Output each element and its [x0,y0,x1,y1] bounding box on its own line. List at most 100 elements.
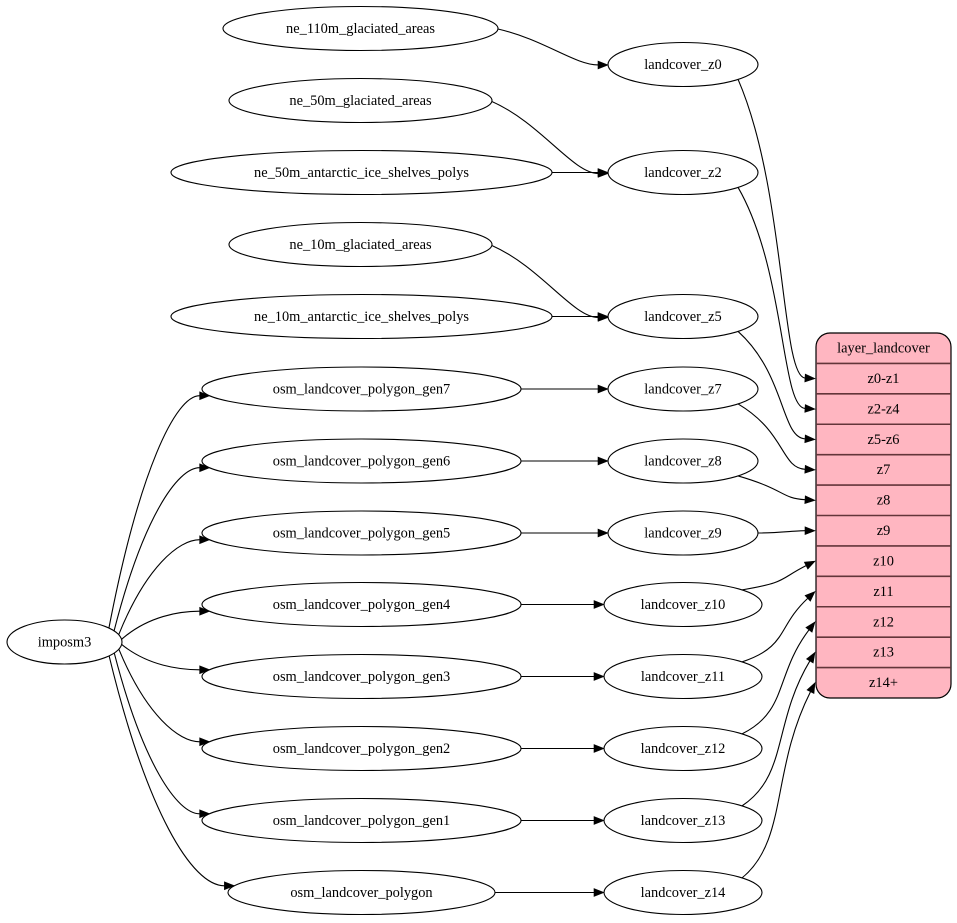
edge-imposm3-to-osm_landcover_polygon_gen2 [118,648,200,743]
node-shape [201,510,522,556]
edge-imposm3-to-osm_landcover_polygon_gen6 [113,467,200,631]
node-shape [603,581,763,628]
edge-landcover_z14-to-layer_landcover-z14- [741,691,811,879]
node-osm_landcover_polygon[interactable]: osm_landcover_polygon [227,869,496,916]
node-landcover_z11[interactable]: landcover_z11 [603,653,763,700]
layer-landcover-table[interactable]: layer_landcover z0-z1 z2-z4 z5-z6 z7 z8 z9 z10 z… [815,332,952,699]
table-row-label: z5-z6 [868,432,900,448]
edge-landcover_z0-to-layer_landcover-z0-z1 [737,79,806,379]
node-ne_110m_glaciated_areas[interactable]: ne_110m_glaciated_areas [222,5,499,52]
edge-arrowhead [597,312,609,321]
edge-imposm3-to-osm_landcover_polygon_gen1 [113,652,200,815]
node-landcover_z8[interactable]: landcover_z8 [607,438,759,484]
node-osm_landcover_polygon_gen4[interactable]: osm_landcover_polygon_gen4 [201,581,522,628]
node-landcover_z12[interactable]: landcover_z12 [603,725,763,772]
edge-arrowhead [593,888,605,897]
node-label: landcover_z14 [641,885,726,901]
edge-arrowhead [804,464,816,474]
edge-arrowhead [597,168,609,177]
edge-landcover_z10-to-layer_landcover-z10 [741,565,807,591]
edge-arrowhead [224,881,236,891]
node-landcover_z13[interactable]: landcover_z13 [603,797,763,844]
node-landcover_z9[interactable]: landcover_z9 [607,510,759,556]
node-ne_50m_antarctic_ice_shelves_polys[interactable]: ne_50m_antarctic_ice_shelves_polys [170,149,553,196]
table-row-label: z14+ [869,675,898,691]
nodes-layer: imposm3 ne_110m_glaciated_areas ne_50m_gla… [6,5,763,916]
edge-ne_10m_glaciated_areas-to-landcover_z5 [491,244,599,319]
edge-landcover_z8-to-layer_landcover-z8 [737,475,806,501]
node-label: ne_10m_antarctic_ice_shelves_polys [254,309,469,325]
node-shape [228,221,493,268]
node-shape [607,41,759,88]
table-row-label: z8 [877,493,891,509]
node-imposm3[interactable]: imposm3 [6,619,123,665]
node-osm_landcover_polygon_gen1[interactable]: osm_landcover_polygon_gen1 [201,797,522,844]
edge-landcover_z13-to-layer_landcover-z13 [741,660,811,807]
node-label: osm_landcover_polygon_gen7 [273,381,450,397]
node-shape [201,438,522,484]
edge-arrowhead [593,816,605,825]
node-label: landcover_z12 [641,741,726,757]
node-shape [170,149,553,196]
node-ne_10m_glaciated_areas[interactable]: ne_10m_glaciated_areas [228,221,493,268]
node-label: landcover_z13 [641,813,726,829]
node-label: imposm3 [38,634,92,650]
node-label: osm_landcover_polygon [290,885,432,901]
node-landcover_z0[interactable]: landcover_z0 [607,41,759,88]
node-shape [201,653,522,700]
edge-landcover_z12-to-layer_landcover-z12 [741,629,810,735]
edge-arrowhead [804,404,816,413]
edge-arrowhead [804,434,816,444]
node-label: ne_110m_glaciated_areas [286,21,435,37]
node-shape [201,797,522,844]
node-landcover_z10[interactable]: landcover_z10 [603,581,763,628]
table-row-label: z9 [877,523,891,539]
edge-imposm3-to-osm_landcover_polygon [108,655,225,887]
node-osm_landcover_polygon_gen6[interactable]: osm_landcover_polygon_gen6 [201,438,522,484]
node-shape [607,149,759,196]
edge-arrowhead [805,651,816,664]
edge-arrowhead [593,672,605,681]
node-shape [603,869,763,916]
edge-landcover_z5-to-layer_landcover-z5-z6 [737,331,806,440]
node-label: osm_landcover_polygon_gen1 [273,813,450,829]
edge-arrowhead [597,384,609,394]
table-row-label: z7 [877,462,891,478]
table-row-label: z0-z1 [868,371,900,387]
node-shape [201,366,522,412]
node-landcover_z5[interactable]: landcover_z5 [607,293,759,340]
edge-landcover_z2-to-layer_landcover-z2-z4 [737,187,806,409]
table-row-label: z2-z4 [868,401,900,417]
edge-landcover_z11-to-layer_landcover-z11 [741,597,809,663]
node-label: ne_50m_glaciated_areas [289,93,432,109]
node-osm_landcover_polygon_gen5[interactable]: osm_landcover_polygon_gen5 [201,510,522,556]
table-row-label: z11 [873,584,893,600]
table-row-label: z13 [873,645,894,661]
node-osm_landcover_polygon_gen2[interactable]: osm_landcover_polygon_gen2 [201,725,522,772]
edge-arrowhead [804,590,816,602]
table-row-label: z12 [873,614,894,630]
node-ne_10m_antarctic_ice_shelves_polys[interactable]: ne_10m_antarctic_ice_shelves_polys [170,293,553,340]
table-row-label: z10 [873,553,894,569]
node-shape [228,77,493,124]
node-label: osm_landcover_polygon_gen3 [273,669,450,685]
edge-arrowhead [804,495,816,505]
node-ne_50m_glaciated_areas[interactable]: ne_50m_glaciated_areas [228,77,493,124]
node-osm_landcover_polygon_gen3[interactable]: osm_landcover_polygon_gen3 [201,653,522,700]
node-label: landcover_z10 [641,597,726,613]
edge-imposm3-to-osm_landcover_polygon_gen4 [121,610,200,640]
edge-landcover_z9-to-layer_landcover-z9 [757,530,806,534]
node-shape [603,653,763,700]
node-landcover_z2[interactable]: landcover_z2 [607,149,759,196]
node-shape [603,725,763,772]
node-label: landcover_z9 [644,525,722,541]
node-landcover_z7[interactable]: landcover_z7 [607,366,759,412]
node-shape [170,293,553,340]
node-landcover_z14[interactable]: landcover_z14 [603,869,763,916]
edge-arrowhead [597,60,609,70]
edges-layer [108,28,816,897]
node-shape [607,438,759,484]
node-shape [222,5,499,52]
layer-landcover-header: layer_landcover [837,341,930,357]
node-osm_landcover_polygon_gen7[interactable]: osm_landcover_polygon_gen7 [201,366,522,412]
